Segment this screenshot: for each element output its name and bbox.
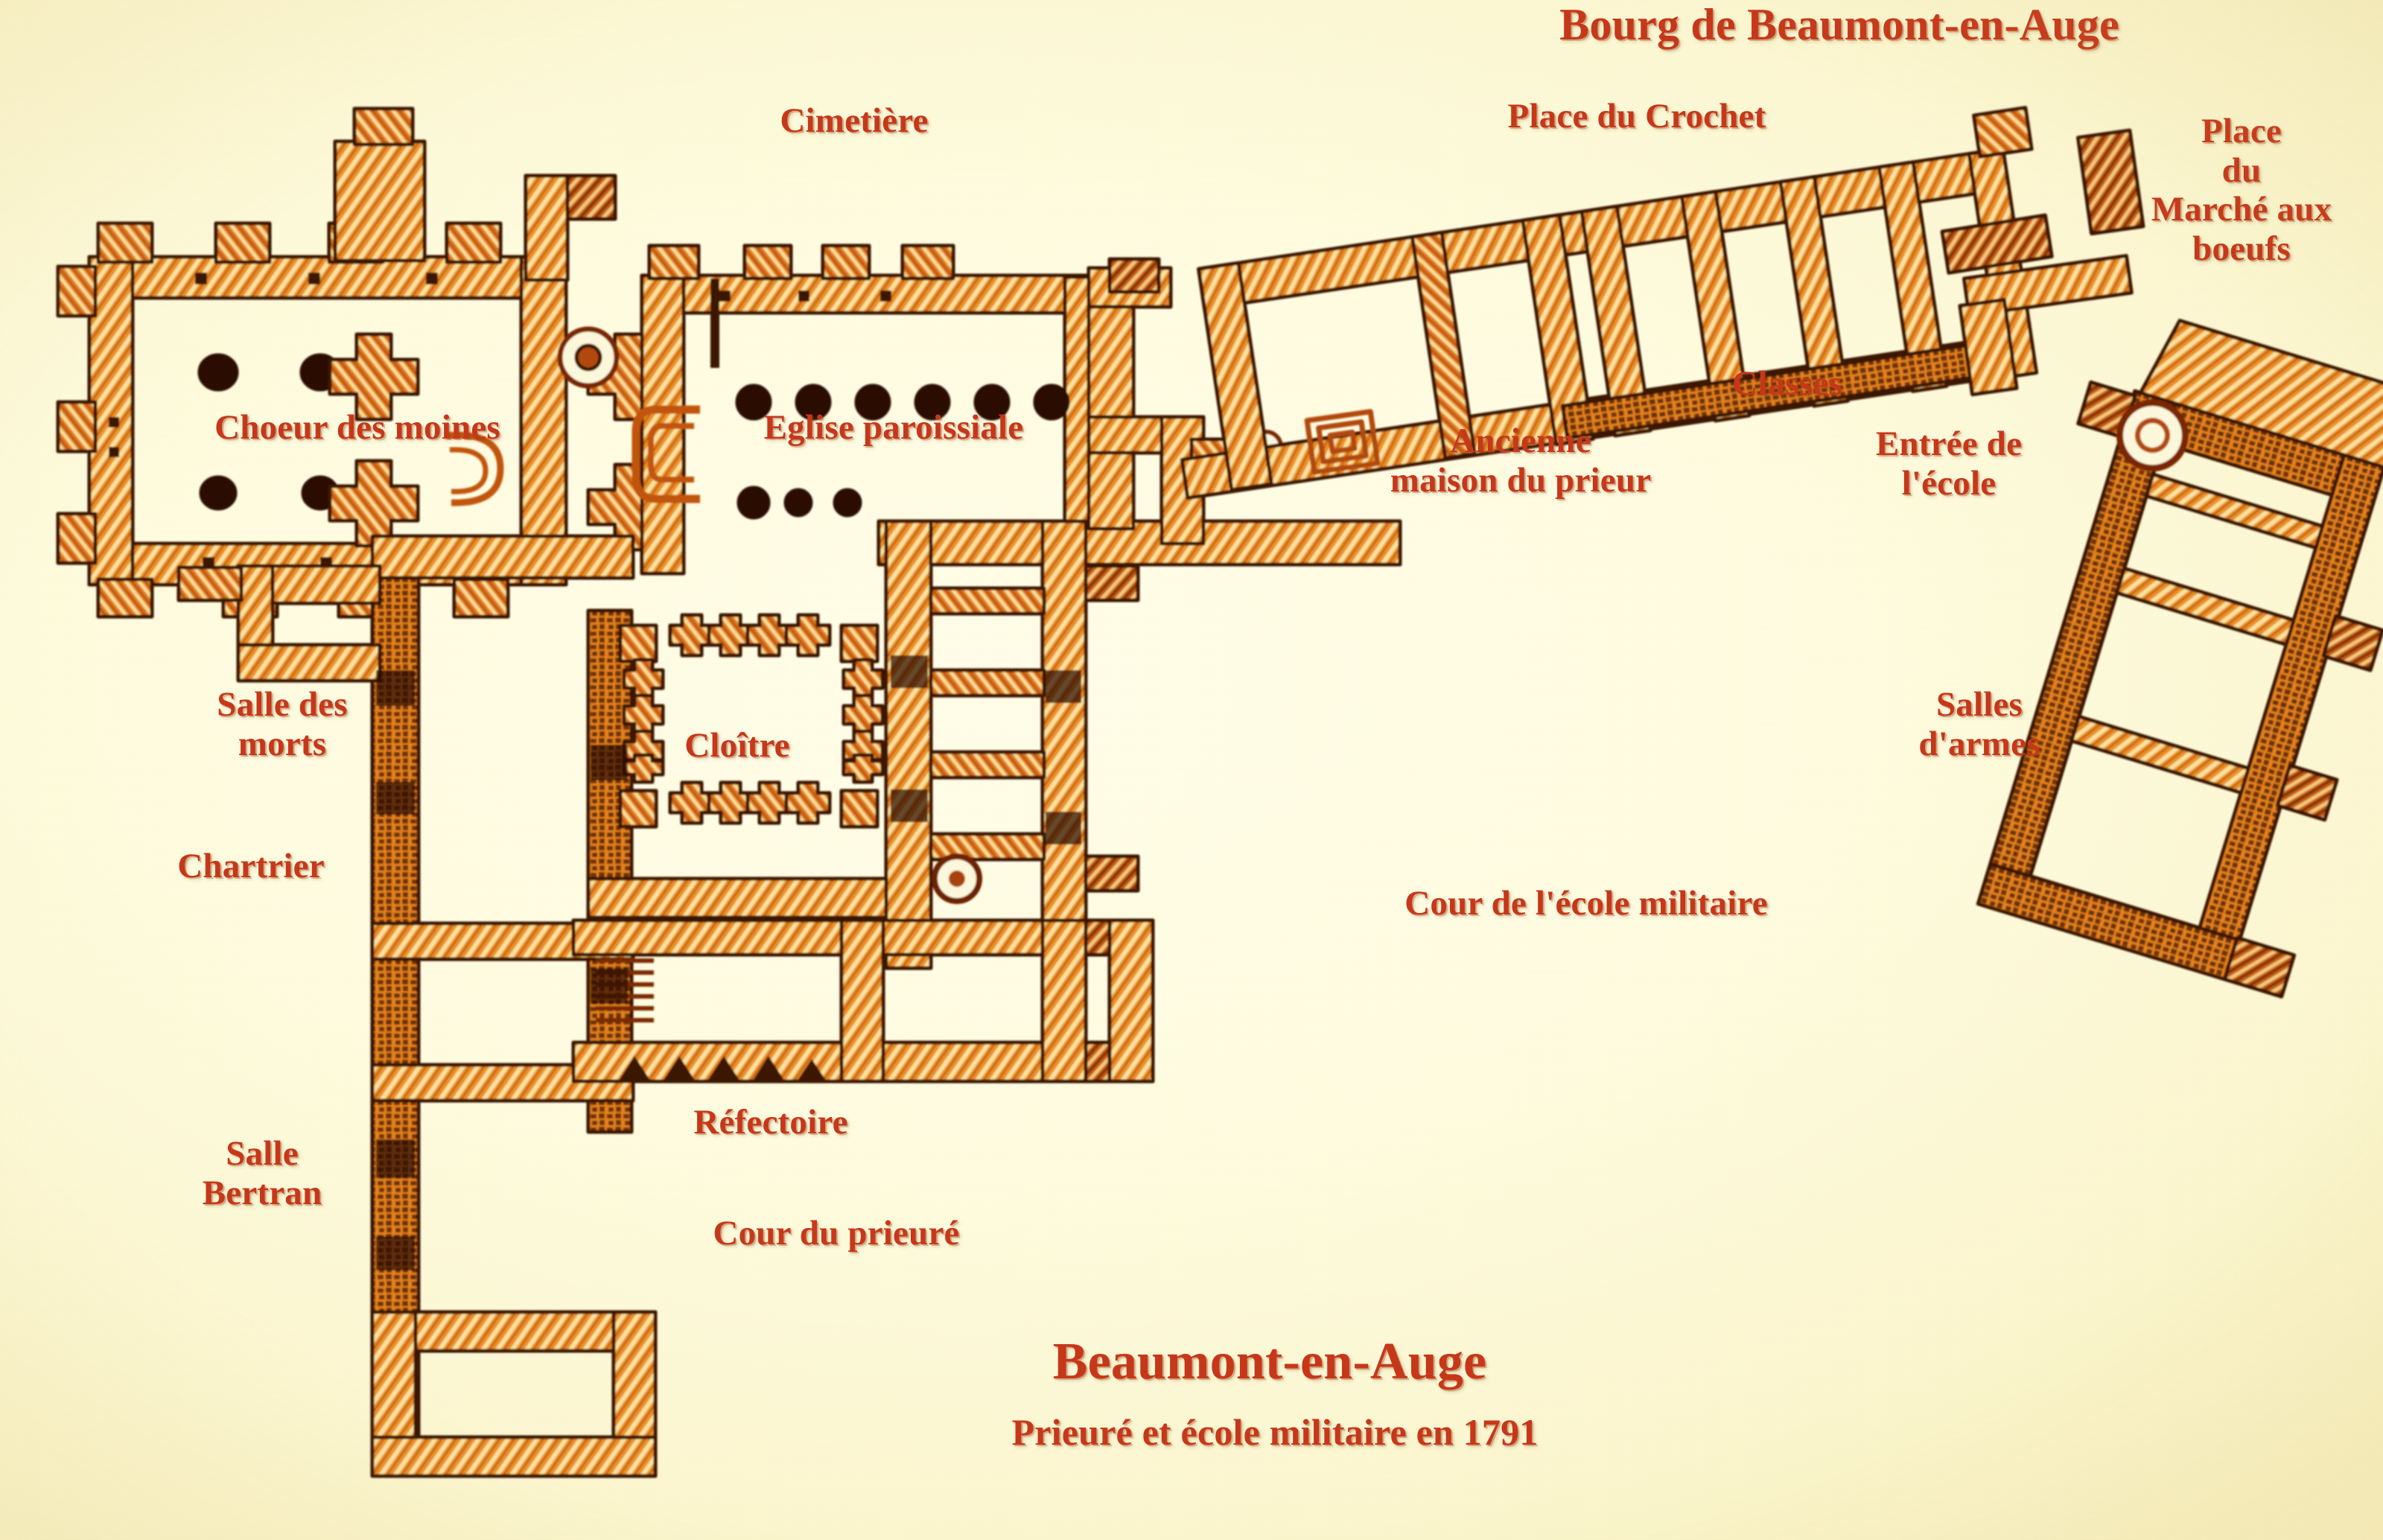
plan-label-place-marche: Place du Marché aux boeufs (2151, 112, 2332, 268)
plan-label-refectoire: Réfectoire (693, 1103, 848, 1142)
crossing-piers (328, 332, 678, 552)
main-title: Beaumont-en-Auge (1052, 1333, 1487, 1390)
school-entrance-link (1940, 128, 2145, 397)
salles-armes-block (1976, 319, 2383, 999)
link-passage (1086, 257, 1283, 546)
east-range (884, 519, 1140, 985)
plan-label-choeur-moines: Choeur des moines (214, 408, 500, 447)
plan-label-entree-ecole: Entrée de l'école (1875, 424, 2023, 503)
cloister-block (586, 613, 888, 920)
parish-church-block (631, 244, 1402, 576)
plan-label-ancienne-maison: Ancienne maison du prieur (1390, 421, 1652, 500)
plan-label-cloitre: Cloître (684, 726, 790, 765)
plan-label-salle-morts: Salle des morts (217, 685, 348, 763)
subtitle: Prieuré et école militaire en 1791 (1011, 1411, 1539, 1453)
plan-label-classes: Classes (1732, 364, 1842, 403)
west-range (176, 534, 658, 1478)
plan-label-eglise: Eglise paroissiale (763, 408, 1024, 447)
town-heading: Bourg de Beaumont-en-Auge (1559, 0, 2119, 49)
plan-label-chartrier: Chartrier (177, 847, 325, 885)
plan-label-cour-prieure: Cour du prieuré (713, 1214, 960, 1253)
diagonal-street-wing (1180, 106, 2039, 500)
plan-label-cour-ecole: Cour de l'école militaire (1404, 884, 1768, 923)
plan-label-cimetiere: Cimetière (780, 101, 929, 140)
refectory-block (571, 918, 1155, 1084)
plan-label-salle-bertran: Salle Bertran (202, 1134, 322, 1212)
plan-label-place-crochet: Place du Crochet (1507, 97, 1766, 136)
tower-block (333, 106, 620, 389)
plan-label-salles-armes: Salles d'armes (1918, 685, 2040, 763)
prior-house-detail (1304, 409, 1381, 475)
